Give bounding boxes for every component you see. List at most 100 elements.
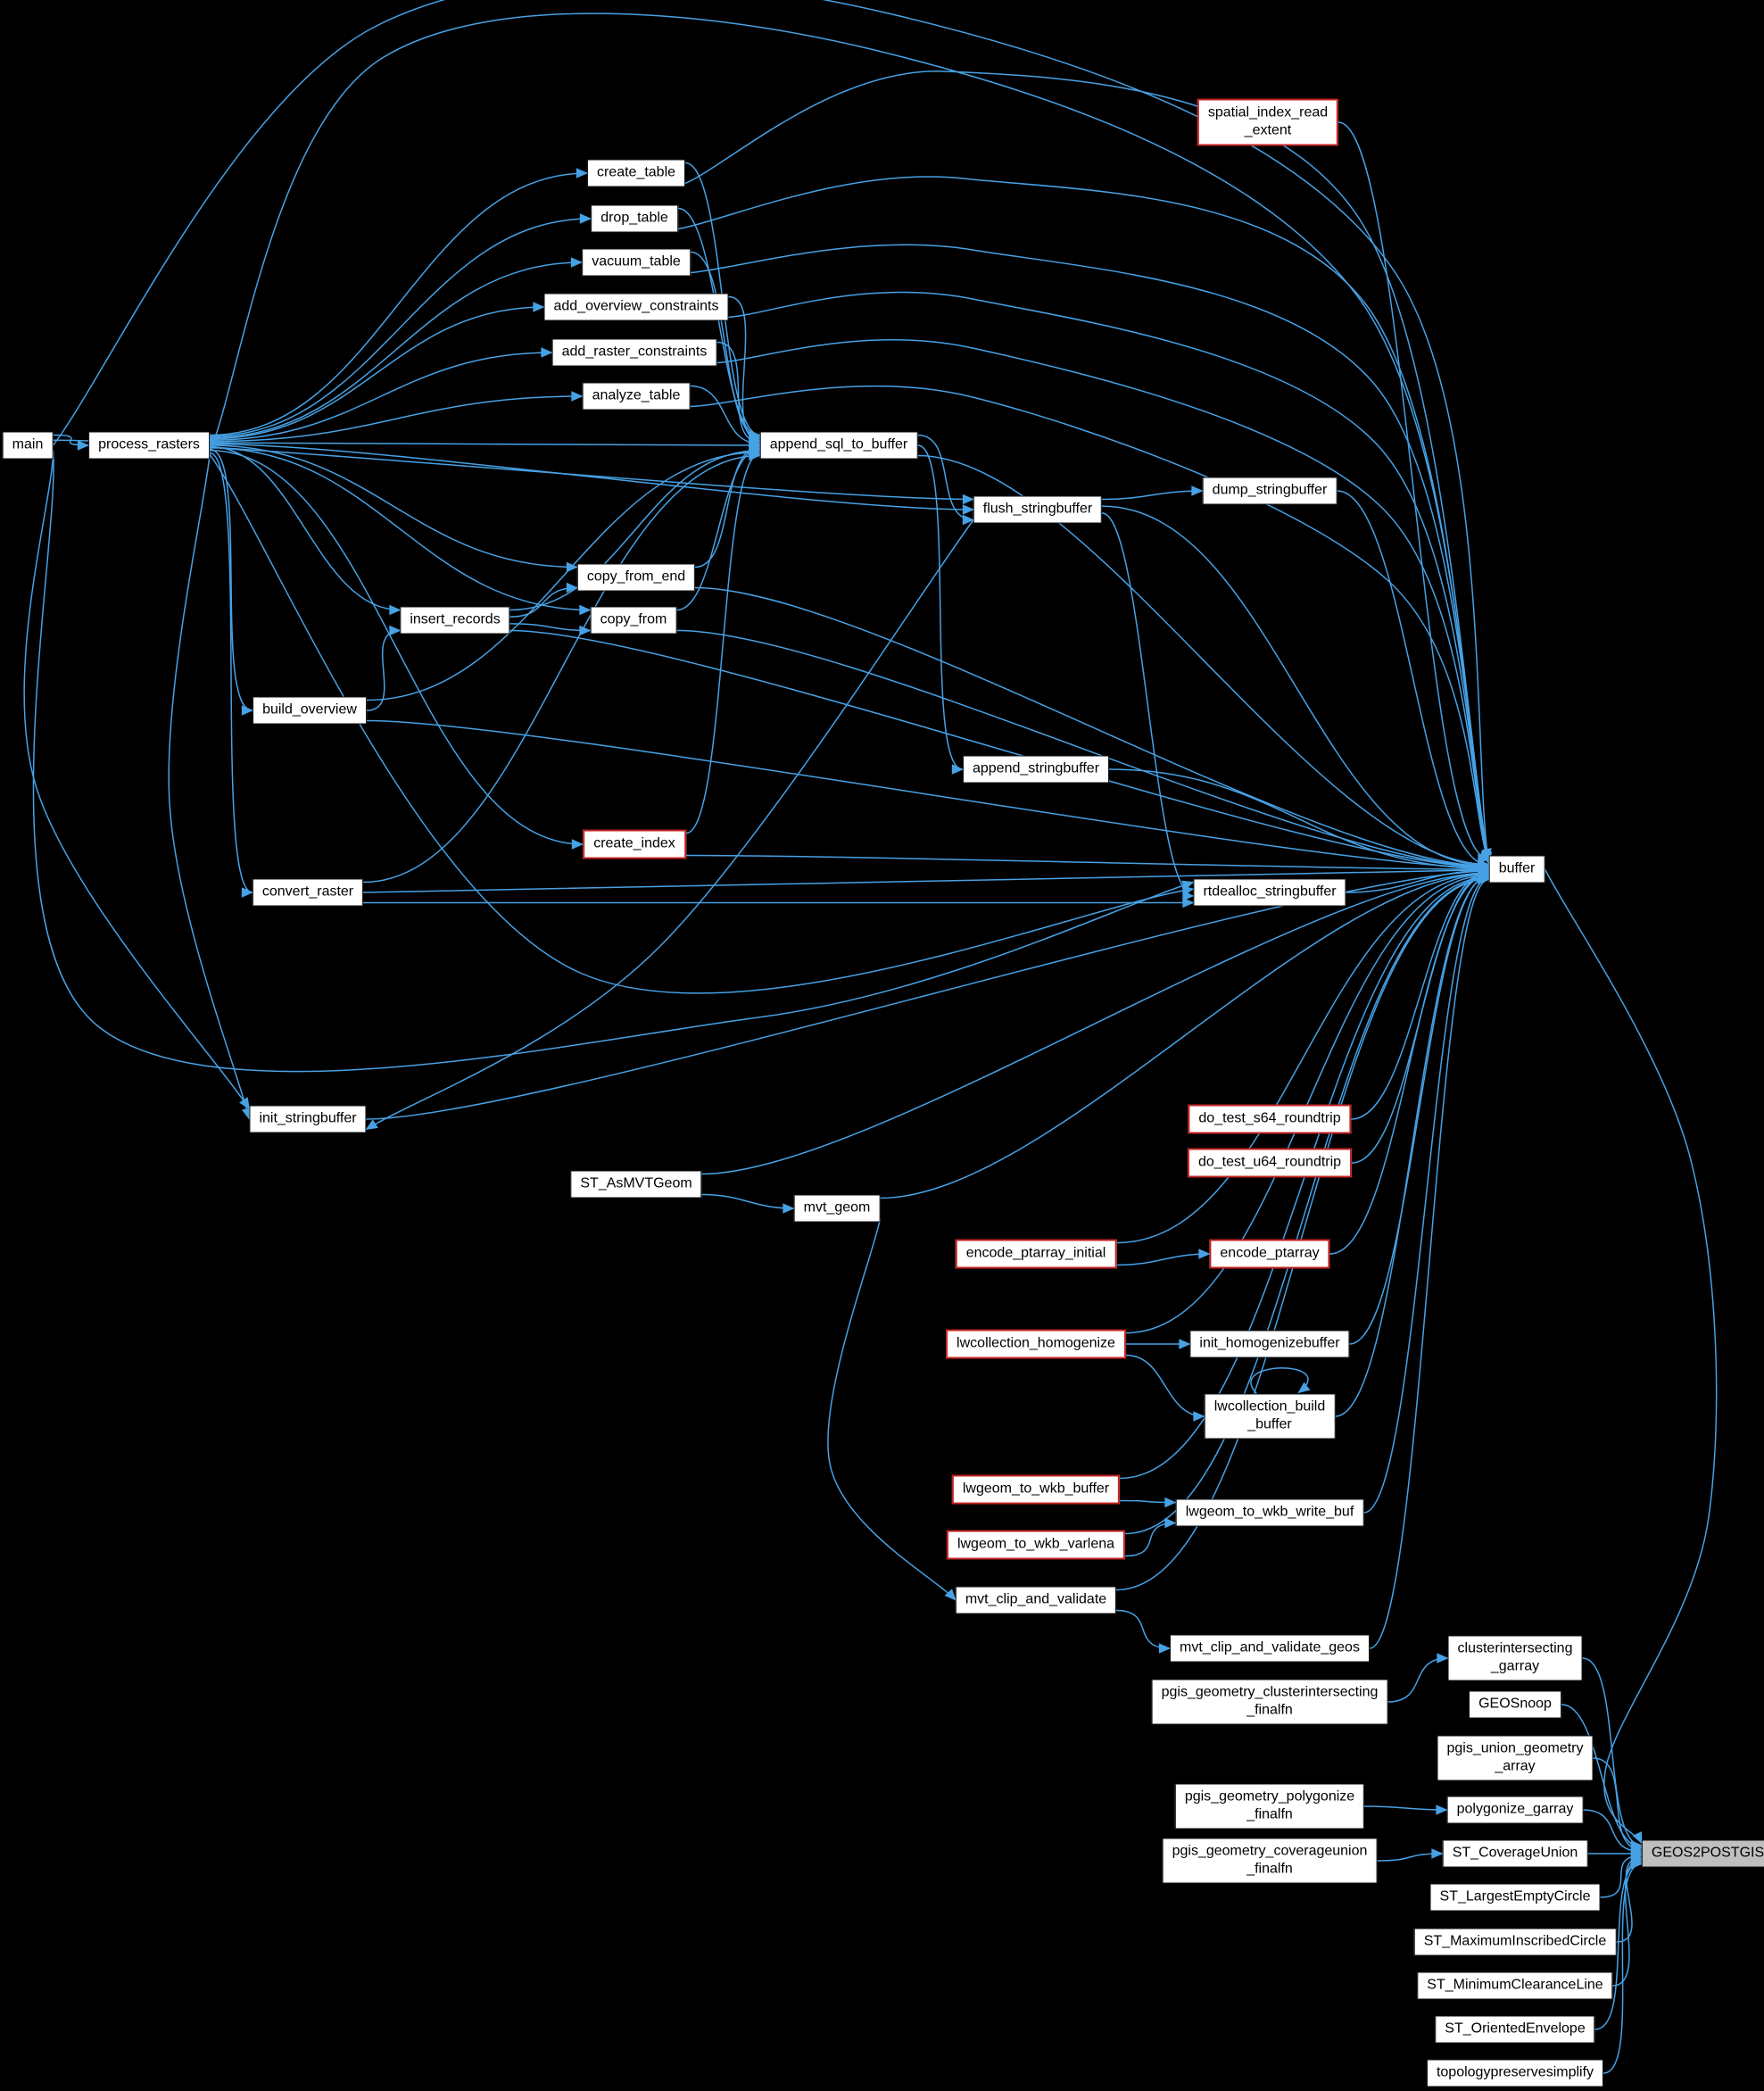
node-pgis_geometry_polygonize_finalfn[interactable]: pgis_geometry_polygonize _finalfn (1174, 1783, 1365, 1830)
node-pgis_union_geometry_array[interactable]: pgis_union_geometry _array (1437, 1735, 1594, 1781)
edge-lwgeom_to_wkb_varlena-to-buffer (1124, 873, 1490, 1535)
node-vacuum_table[interactable]: vacuum_table (582, 248, 691, 277)
node-init_stringbuffer[interactable]: init_stringbuffer (249, 1105, 367, 1133)
node-do_test_u64_roundtrip[interactable]: do_test_u64_roundtrip (1187, 1148, 1353, 1178)
node-dump_stringbuffer[interactable]: dump_stringbuffer (1202, 477, 1337, 505)
node-convert_raster[interactable]: convert_raster (252, 878, 364, 907)
node-lwgeom_to_wkb_buffer[interactable]: lwgeom_to_wkb_buffer (951, 1474, 1121, 1505)
node-GEOSnoop[interactable]: GEOSnoop (1469, 1690, 1561, 1719)
edge-lwcollection_build_buffer-to-lwcollection_build_buffer (1250, 1367, 1311, 1395)
node-do_test_s64_roundtrip[interactable]: do_test_s64_roundtrip (1188, 1104, 1352, 1134)
edge-copy_from_end-to-buffer (694, 586, 1490, 872)
edge-ST_MinimumClearanceLine-to-GEOS2POSTGIS (1612, 1855, 1644, 1987)
edge-add_raster_constraints-to-append_sql_to_buffer (716, 341, 761, 447)
edge-process_rasters-to-append_sql_to_buffer (209, 440, 761, 451)
node-encode_ptarray[interactable]: encode_ptarray (1209, 1239, 1330, 1269)
edge-process_rasters-to-create_index (209, 450, 584, 850)
edge-process_rasters-to-init_stringbuffer (168, 455, 253, 1121)
node-rtdealloc_stringbuffer[interactable]: rtdealloc_stringbuffer (1193, 878, 1346, 907)
node-append_sql_to_buffer[interactable]: append_sql_to_buffer (759, 431, 918, 460)
node-ST_MinimumClearanceLine[interactable]: ST_MinimumClearanceLine (1417, 1971, 1613, 2000)
edge-main-to-buffer (52, 0, 1493, 865)
edge-process_rasters-to-vacuum_table (209, 257, 584, 439)
node-lwgeom_to_wkb_write_buf[interactable]: lwgeom_to_wkb_write_buf (1175, 1498, 1364, 1527)
node-ST_OrientedEnvelope[interactable]: ST_OrientedEnvelope (1435, 2015, 1595, 2044)
node-build_overview[interactable]: build_overview (253, 696, 367, 725)
edge-mvt_clip_and_validate-to-mvt_clip_and_validate_geos (1115, 1609, 1172, 1654)
node-lwcollection_build_buffer[interactable]: lwcollection_build _buffer (1204, 1393, 1336, 1440)
edge-vacuum_table-to-buffer (690, 244, 1492, 862)
edge-process_rasters-to-build_overview (209, 448, 254, 716)
edge-polygonize_garray-to-GEOS2POSTGIS (1583, 1809, 1644, 1857)
edge-build_overview-to-buffer (366, 719, 1490, 874)
node-analyze_table[interactable]: analyze_table (582, 382, 691, 411)
node-topologypreservesimplify[interactable]: topologypreservesimplify (1426, 2059, 1604, 2087)
node-lwcollection_homogenize[interactable]: lwcollection_homogenize (946, 1329, 1126, 1359)
node-copy_from[interactable]: copy_from (590, 606, 677, 635)
edge-ST_OrientedEnvelope-to-GEOS2POSTGIS (1594, 1856, 1644, 2030)
edge-create_index-to-append_sql_to_buffer (685, 448, 761, 834)
edge-process_rasters-to-drop_table (209, 213, 592, 437)
edge-rtdealloc_stringbuffer-to-buffer (1346, 865, 1490, 893)
node-init_homogenizebuffer[interactable]: init_homogenizebuffer (1189, 1330, 1350, 1358)
node-add_overview_constraints[interactable]: add_overview_constraints (543, 293, 729, 321)
edge-pgis_union_geometry_array-to-GEOS2POSTGIS (1593, 1757, 1644, 1855)
node-pgis_geometry_coverageunion_finalfn[interactable]: pgis_geometry_coverageunion _finalfn (1162, 1838, 1378, 1884)
node-buffer[interactable]: buffer (1488, 855, 1545, 884)
node-flush_stringbuffer[interactable]: flush_stringbuffer (973, 495, 1103, 524)
edge-clusterintersecting_garray-to-GEOS2POSTGIS (1582, 1657, 1644, 1851)
node-ST_CoverageUnion[interactable]: ST_CoverageUnion (1442, 1839, 1588, 1868)
node-GEOS2POSTGIS[interactable]: GEOS2POSTGIS (1641, 1839, 1764, 1868)
node-insert_records[interactable]: insert_records (400, 606, 510, 635)
edge-insert_records-to-copy_from_end (509, 582, 579, 618)
node-main[interactable]: main (2, 431, 54, 460)
node-ST_LargestEmptyCircle[interactable]: ST_LargestEmptyCircle (1429, 1883, 1601, 1912)
edge-encode_ptarray-to-buffer (1329, 869, 1490, 1255)
node-ST_AsMVTGeom[interactable]: ST_AsMVTGeom (570, 1170, 702, 1199)
edge-flush_stringbuffer-to-dump_stringbuffer (1101, 485, 1204, 501)
node-ST_MaximumInscribedCircle[interactable]: ST_MaximumInscribedCircle (1413, 1928, 1617, 1956)
node-create_table[interactable]: create_table (586, 159, 686, 187)
node-mvt_geom[interactable]: mvt_geom (793, 1194, 881, 1223)
edge-group (23, 0, 1718, 2074)
edge-process_rasters-to-rtdealloc_stringbuffer (209, 453, 1195, 994)
node-drop_table[interactable]: drop_table (591, 204, 678, 233)
node-spatial_index_read_extent[interactable]: spatial_index_read _extent (1197, 98, 1339, 146)
edge-insert_records-to-copy_from (509, 623, 592, 636)
edge-process_rasters-to-add_raster_constraints (209, 347, 553, 441)
node-copy_from_end[interactable]: copy_from_end (576, 563, 696, 592)
node-process_rasters[interactable]: process_rasters (88, 431, 210, 460)
edge-main-to-init_stringbuffer (23, 455, 251, 1110)
edge-mvt_clip_and_validate-to-buffer (1115, 874, 1490, 1591)
edge-flush_stringbuffer-to-buffer (1101, 505, 1490, 871)
edge-process_rasters-to-copy_from (209, 447, 592, 616)
node-mvt_clip_and_validate_geos[interactable]: mvt_clip_and_validate_geos (1170, 1634, 1370, 1663)
node-create_index[interactable]: create_index (583, 829, 686, 859)
node-encode_ptarray_initial[interactable]: encode_ptarray_initial (955, 1239, 1117, 1269)
edge-process_rasters-to-analyze_table (209, 391, 584, 443)
node-polygonize_garray[interactable]: polygonize_garray (1446, 1796, 1584, 1824)
edge-lwgeom_to_wkb_buffer-to-buffer (1119, 872, 1490, 1480)
edge-pgis_geometry_clusterintersecting_finalfn-to-clusterintersecting_garray (1387, 1653, 1449, 1703)
edge-ST_LargestEmptyCircle-to-GEOS2POSTGIS (1600, 1850, 1644, 1898)
edge-lwcollection_homogenize-to-buffer (1125, 870, 1490, 1334)
edge-buffer-to-GEOS2POSTGIS (1544, 868, 1718, 1845)
edge-add_overview_constraints-to-append_sql_to_buffer (728, 295, 761, 445)
node-lwgeom_to_wkb_varlena[interactable]: lwgeom_to_wkb_varlena (946, 1530, 1126, 1560)
edge-process_rasters-to-convert_raster (209, 452, 254, 898)
edge-process_rasters-to-buffer (209, 12, 1492, 865)
node-add_raster_constraints[interactable]: add_raster_constraints (551, 338, 717, 367)
edge-process_rasters-to-insert_records (209, 445, 402, 616)
edge-topologypreservesimplify-to-GEOS2POSTGIS (1603, 1858, 1644, 2074)
node-pgis_geometry_clusterintersecting_finalfn[interactable]: pgis_geometry_clusterintersecting _final… (1151, 1679, 1388, 1725)
edge-add_overview_constraints-to-buffer (728, 291, 1491, 863)
node-mvt_clip_and_validate[interactable]: mvt_clip_and_validate (955, 1586, 1117, 1614)
edge-encode_ptarray_initial-to-encode_ptarray (1116, 1249, 1211, 1266)
node-clusterintersecting_garray[interactable]: clusterintersecting _garray (1447, 1635, 1583, 1681)
edge-GEOSnoop-to-GEOS2POSTGIS (1561, 1704, 1644, 1853)
edge-dump_stringbuffer-to-buffer (1337, 490, 1490, 870)
node-append_stringbuffer[interactable]: append_stringbuffer (962, 755, 1110, 784)
edge-append_sql_to_buffer-to-append_stringbuffer (917, 444, 965, 775)
edge-create_index-to-buffer (685, 854, 1490, 875)
